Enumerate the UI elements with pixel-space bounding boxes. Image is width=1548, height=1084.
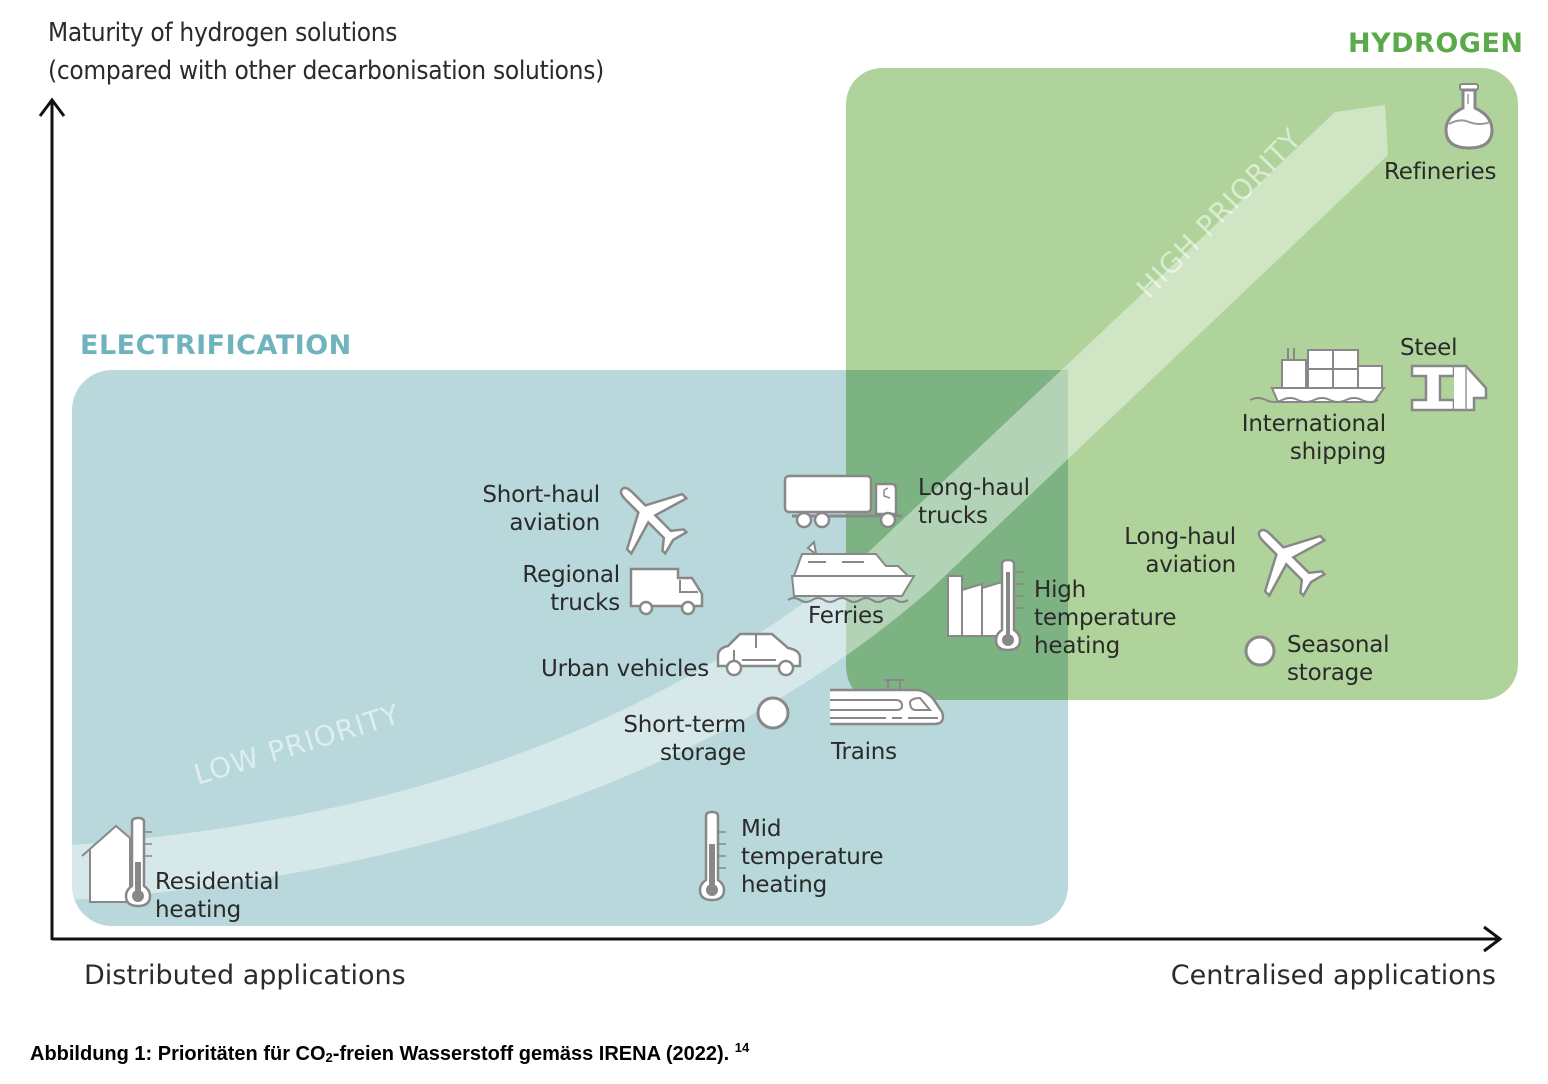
label-residential-heating: Residential heating [155,868,280,924]
label-steel: Steel [1400,335,1458,361]
label-high-temperature-heating: High temperature heating [1034,576,1177,660]
label-high-temperature-heating-line2: temperature [1034,605,1177,631]
container-ship-icon [1249,348,1386,403]
label-urban-vehicles: Urban vehicles [541,656,709,682]
circle-icon [756,696,790,730]
caption-suffix: -freien Wasserstoff gemäss IRENA (2022). [332,1043,735,1065]
label-seasonal-storage-line2: storage [1287,660,1373,686]
label-high-temperature-heating-line3: heating [1034,633,1121,659]
label-mid-temperature-heating-line1: Mid [741,816,782,842]
label-long-haul-trucks-line2: trucks [918,503,988,529]
semi-truck-icon [783,474,902,529]
flask-icon [1444,83,1494,150]
label-short-haul-aviation-line1: Short-haul [482,482,600,508]
label-long-haul-aviation-line1: Long-haul [1124,524,1236,550]
electrification-title: ELECTRIFICATION [80,330,352,361]
y-axis-label: Maturity of hydrogen solutions (compared… [48,14,604,90]
hydrogen-title: HYDROGEN [1348,28,1524,59]
label-trains: Trains [831,739,897,765]
airplane-icon [1257,528,1327,598]
label-mid-temperature-heating: Mid temperature heating [741,815,884,899]
label-regional-trucks-line2: trucks [550,590,620,616]
label-short-term-storage-line2: storage [660,740,746,766]
caption-subscript: 2 [325,1050,333,1065]
y-axis-label-line1: Maturity of hydrogen solutions [48,18,398,48]
label-regional-trucks-line1: Regional [522,562,620,588]
label-mid-temperature-heating-line2: temperature [741,844,884,870]
label-long-haul-trucks-line1: Long-haul [918,475,1030,501]
label-short-haul-aviation-line2: aviation [509,510,600,536]
y-axis-label-line2: (compared with other decarbonisation sol… [48,56,604,86]
label-seasonal-storage: Seasonal storage [1287,631,1390,687]
label-seasonal-storage-line1: Seasonal [1287,632,1390,658]
label-residential-heating-line1: Residential [155,869,280,895]
car-icon [716,632,802,677]
x-axis-arrowhead [1483,925,1503,953]
x-axis-left-label: Distributed applications [84,960,406,991]
figure-caption: Abbildung 1: Prioritäten für CO2-freien … [30,1040,749,1066]
airplane-icon [619,486,689,556]
label-high-temperature-heating-line1: High [1034,577,1087,603]
delivery-truck-icon [629,567,704,616]
caption-prefix: Abbildung 1: Prioritäten für CO [30,1043,326,1065]
label-short-term-storage: Short-term storage [590,711,746,767]
label-residential-heating-line2: heating [155,897,242,923]
circle-icon [1244,635,1276,667]
label-regional-trucks: Regional trucks [480,561,620,617]
label-mid-temperature-heating-line3: heating [741,872,828,898]
caption-footnote-ref[interactable]: 14 [734,1040,750,1055]
label-long-haul-aviation: Long-haul aviation [1080,523,1236,579]
label-international-shipping-line2: shipping [1289,439,1386,465]
label-long-haul-trucks: Long-haul trucks [918,474,1030,530]
train-icon [830,679,945,726]
house-thermometer-icon [81,816,152,908]
label-short-term-storage-line1: Short-term [623,712,746,738]
y-axis-arrowhead [38,97,66,117]
label-ferries: Ferries [808,603,884,629]
x-axis-right-label: Centralised applications [1170,960,1496,991]
steel-beam-icon [1410,364,1488,412]
factory-thermometer-icon [947,558,1024,652]
ferry-icon [787,539,916,603]
thermometer-icon [698,810,726,902]
label-long-haul-aviation-line2: aviation [1145,552,1236,578]
label-international-shipping-line1: International [1241,411,1386,437]
label-short-haul-aviation: Short-haul aviation [440,481,600,537]
label-international-shipping: International shipping [1220,410,1386,466]
label-refineries: Refineries [1384,159,1497,185]
